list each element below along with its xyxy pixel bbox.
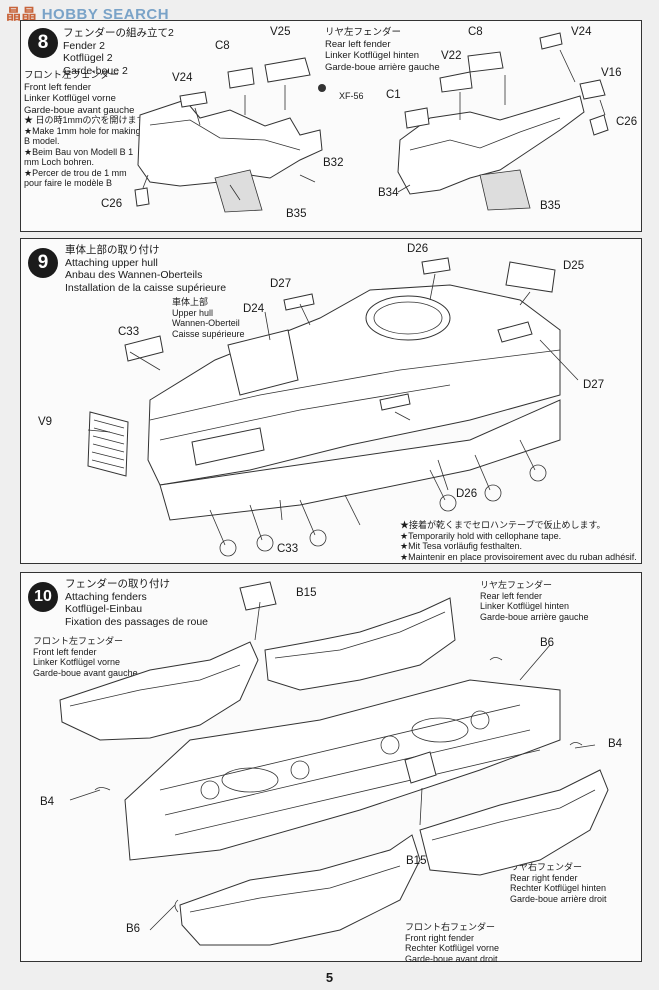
step-10-rear-left-label: リヤ左フェンダー Rear left fender Linker Kotflüg… [480,580,589,622]
part-C33-step9-a: C33 [118,326,140,338]
part-C26-step8-b: C26 [616,116,638,128]
part-V24-step8-b: V24 [571,26,592,38]
step-10-front-left-label: フロント左フェンダー Front left fender Linker Kotf… [33,636,138,678]
part-B6-step10-b: B6 [126,923,141,935]
part-V24-step8-a: V24 [172,72,193,84]
part-V9: V9 [38,416,53,428]
part-C33-step9-b: C33 [277,543,299,555]
part-B6-step10-a: B6 [540,637,555,649]
watermark: 晶晶 HOBBY SEARCH [6,3,169,24]
part-D27-step9-a: D27 [270,278,292,290]
part-B32: B32 [323,157,344,169]
step-8-note: ★ 日の時1mmの穴を開けます。 ★Make 1mm hole for maki… [24,115,154,188]
part-D25: D25 [563,260,585,272]
step-9-badge: 9 [28,248,58,278]
watermark-en: HOBBY SEARCH [41,6,170,23]
part-B4-step10-b: B4 [40,796,55,808]
step-10-front-right-label: フロント右フェンダー Front right fender Rechter Ko… [405,922,500,964]
step-10-rear-right-label: リヤ右フェンダー Rear right fender Rechter Kotfl… [510,862,607,904]
page-number: 5 [325,970,334,985]
part-D27-step9-b: D27 [583,379,605,391]
part-C8-step8-b: C8 [468,26,483,38]
part-B35-step8-b: B35 [540,200,561,212]
part-V25: V25 [270,26,291,38]
step-8-badge: 8 [28,28,58,58]
part-B34: B34 [378,187,399,199]
step-10-badge: 10 [28,582,58,612]
step-10-title: フェンダーの取り付け Attaching fenders Kotflügel-E… [65,578,209,628]
part-V22: V22 [441,50,462,62]
part-XF-56: XF-56 [339,91,364,101]
part-C26-step8-a: C26 [101,198,123,210]
part-B4-step10-a: B4 [608,738,623,750]
step-8-front-left-label: フロント左フェンダー Front left fender Linker Kotf… [24,70,135,116]
part-C1: C1 [386,89,401,101]
part-V16: V16 [601,67,622,79]
part-B15-step10-b: B15 [406,855,427,867]
part-B35-step8-a: B35 [286,208,307,220]
step-8-title: フェンダーの組み立て2 Fender 2 Kotflügel 2 Garde-b… [63,27,174,77]
part-D24: D24 [243,303,265,315]
part-B15-step10-a: B15 [296,587,317,599]
step-9-note: ★接着が乾くまでセロハンテープで仮止めします。 ★Temporarily hol… [400,520,637,562]
part-D26-step9-a: D26 [407,243,429,255]
part-D26-step9-b: D26 [456,488,478,500]
step-9-title: 車体上部の取り付け Attaching upper hull Anbau des… [65,244,227,294]
step-8-rear-left-label: リヤ左フェンダー Rear left fender Linker Kotflüg… [325,27,440,73]
watermark-cn: 晶晶 [6,6,38,23]
part-C8-step8-a: C8 [215,40,230,52]
step-9-upper-hull-label: 車体上部 Upper hull Wannen-Oberteil Caisse s… [172,297,245,339]
